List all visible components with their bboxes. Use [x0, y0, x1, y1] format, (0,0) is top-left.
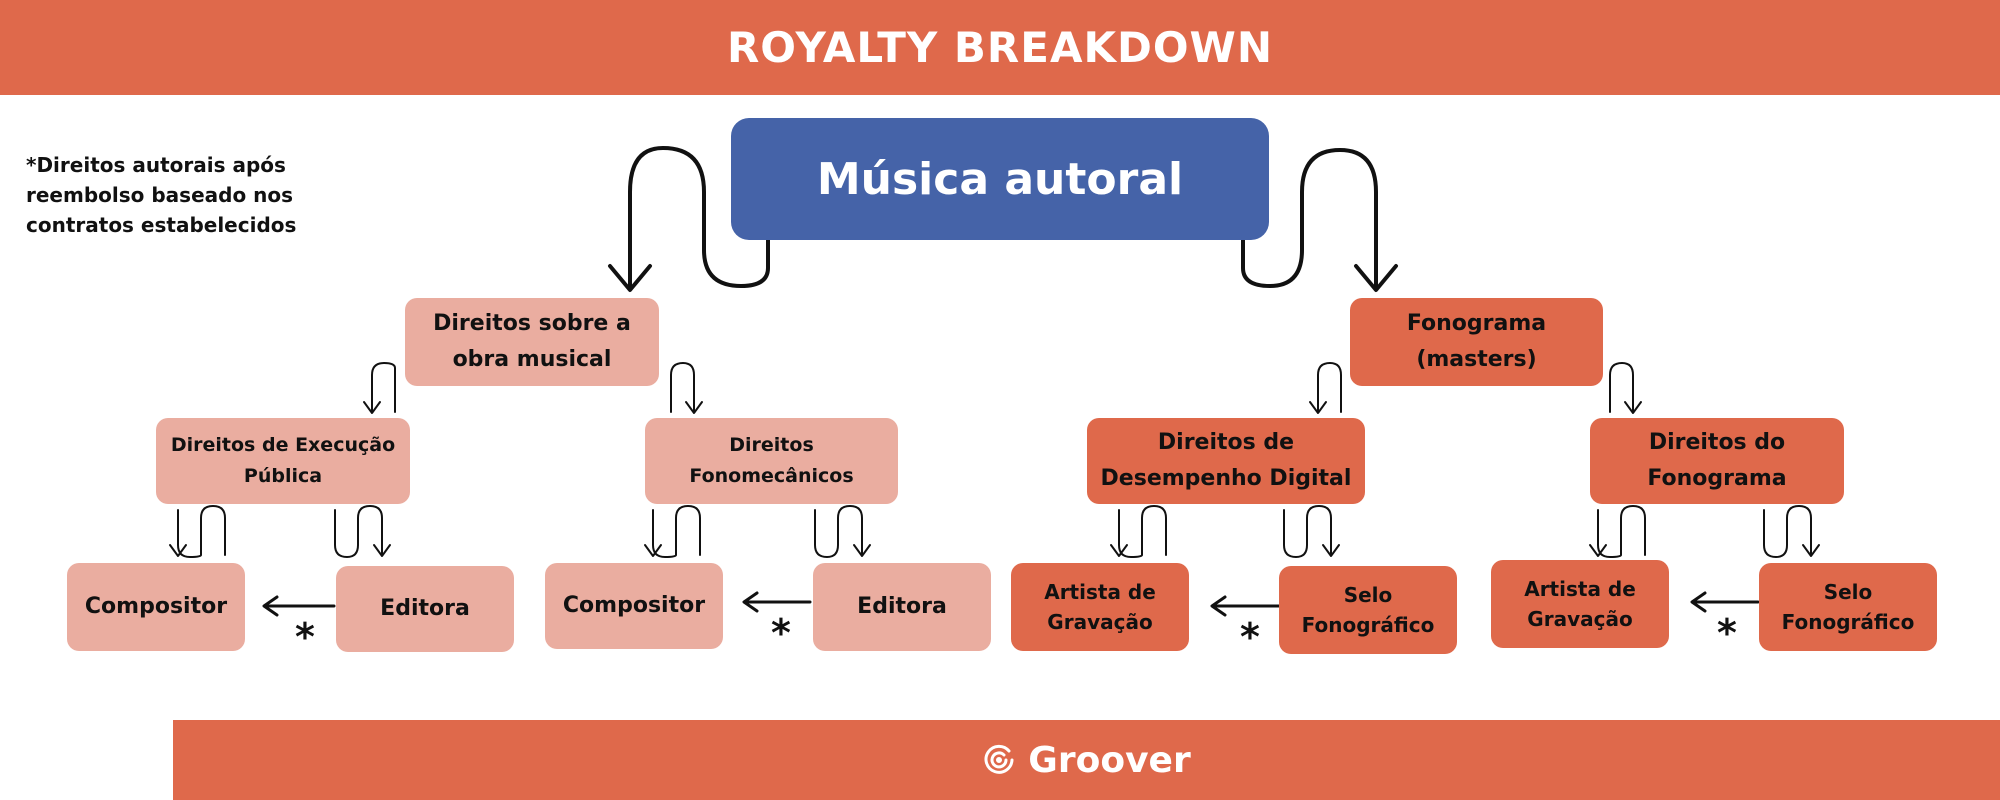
connector-small	[814, 505, 871, 558]
connector-small	[334, 505, 391, 558]
box-fonomecanicos: Direitos Fonomecânicos	[645, 418, 898, 504]
box-desempenho-digital: Direitos de Desempenho Digital	[1087, 418, 1365, 504]
groover-logo: Groover	[982, 739, 1191, 781]
box-direitos-obra-musical: Direitos sobre a obra musical	[405, 298, 659, 386]
box-label: Compositor	[84, 594, 228, 619]
root-label: Música autoral	[816, 153, 1184, 205]
box-label: Fonograma (masters)	[1406, 311, 1547, 372]
box-label: Direitos de Execução Pública	[170, 434, 396, 487]
box-label: Artista de Gravação	[1044, 580, 1156, 634]
box-artista-gravacao-2: Artista de Gravação	[1491, 560, 1669, 648]
arrow-editora-compositor-1	[262, 595, 336, 617]
box-compositor-2: Compositor	[545, 563, 723, 649]
box-artista-gravacao-1: Artista de Gravação	[1011, 563, 1189, 651]
connector-small	[363, 362, 396, 414]
asterisk-1: *	[295, 615, 315, 659]
asterisk-4: *	[1717, 611, 1737, 655]
box-compositor-1: Compositor	[67, 563, 245, 651]
connector-small	[1763, 505, 1820, 558]
connector-small	[1589, 505, 1646, 558]
arrow-selo-artista-1	[1210, 595, 1282, 617]
connector-small	[1309, 362, 1342, 414]
connector-small	[670, 362, 703, 414]
box-label: Selo Fonográfico	[1301, 583, 1435, 637]
box-label: Direitos de Desempenho Digital	[1100, 430, 1352, 491]
footer-banner: Groover	[173, 720, 2000, 800]
root-box-musica-autoral: Música autoral	[731, 118, 1269, 240]
footnote: *Direitos autorais após reembolso basead…	[26, 153, 297, 237]
box-selo-fonografico-2: Selo Fonográfico	[1759, 563, 1937, 651]
box-selo-fonografico-1: Selo Fonográfico	[1279, 566, 1457, 654]
asterisk-2: *	[771, 611, 791, 655]
box-label: Direitos sobre a obra musical	[433, 311, 631, 372]
connector-small	[1283, 505, 1340, 558]
footer-brand: Groover	[1028, 739, 1191, 781]
connector-small	[644, 505, 701, 558]
arrow-head-root-right	[1354, 264, 1398, 292]
connector-root-left	[628, 146, 770, 288]
box-label: Artista de Gravação	[1524, 577, 1636, 631]
connector-small	[1609, 362, 1642, 414]
box-fonograma-masters: Fonograma (masters)	[1350, 298, 1603, 386]
arrow-editora-compositor-2	[742, 591, 812, 613]
box-label: Direitos Fonomecânicos	[689, 434, 854, 487]
box-label: Selo Fonográfico	[1781, 580, 1915, 634]
box-label: Editora	[857, 594, 947, 619]
box-editora-2: Editora	[813, 563, 991, 651]
box-execucao-publica: Direitos de Execução Pública	[156, 418, 410, 504]
connector-small	[169, 505, 226, 558]
box-label: Editora	[380, 596, 470, 621]
groover-logo-icon	[984, 744, 1014, 774]
box-label: Direitos do Fonograma	[1647, 430, 1787, 491]
arrow-head-root-left	[608, 264, 652, 292]
page-title: ROYALTY BREAKDOWN	[726, 23, 1274, 72]
box-direitos-do-fonograma: Direitos do Fonograma	[1590, 418, 1844, 504]
connector-root-right	[1241, 148, 1378, 288]
arrow-selo-artista-2	[1690, 591, 1760, 613]
connector-small	[1110, 505, 1167, 558]
box-label: Compositor	[562, 593, 706, 618]
page-title-banner: ROYALTY BREAKDOWN	[0, 0, 2000, 95]
box-editora-1: Editora	[336, 566, 514, 652]
asterisk-3: *	[1240, 615, 1260, 659]
